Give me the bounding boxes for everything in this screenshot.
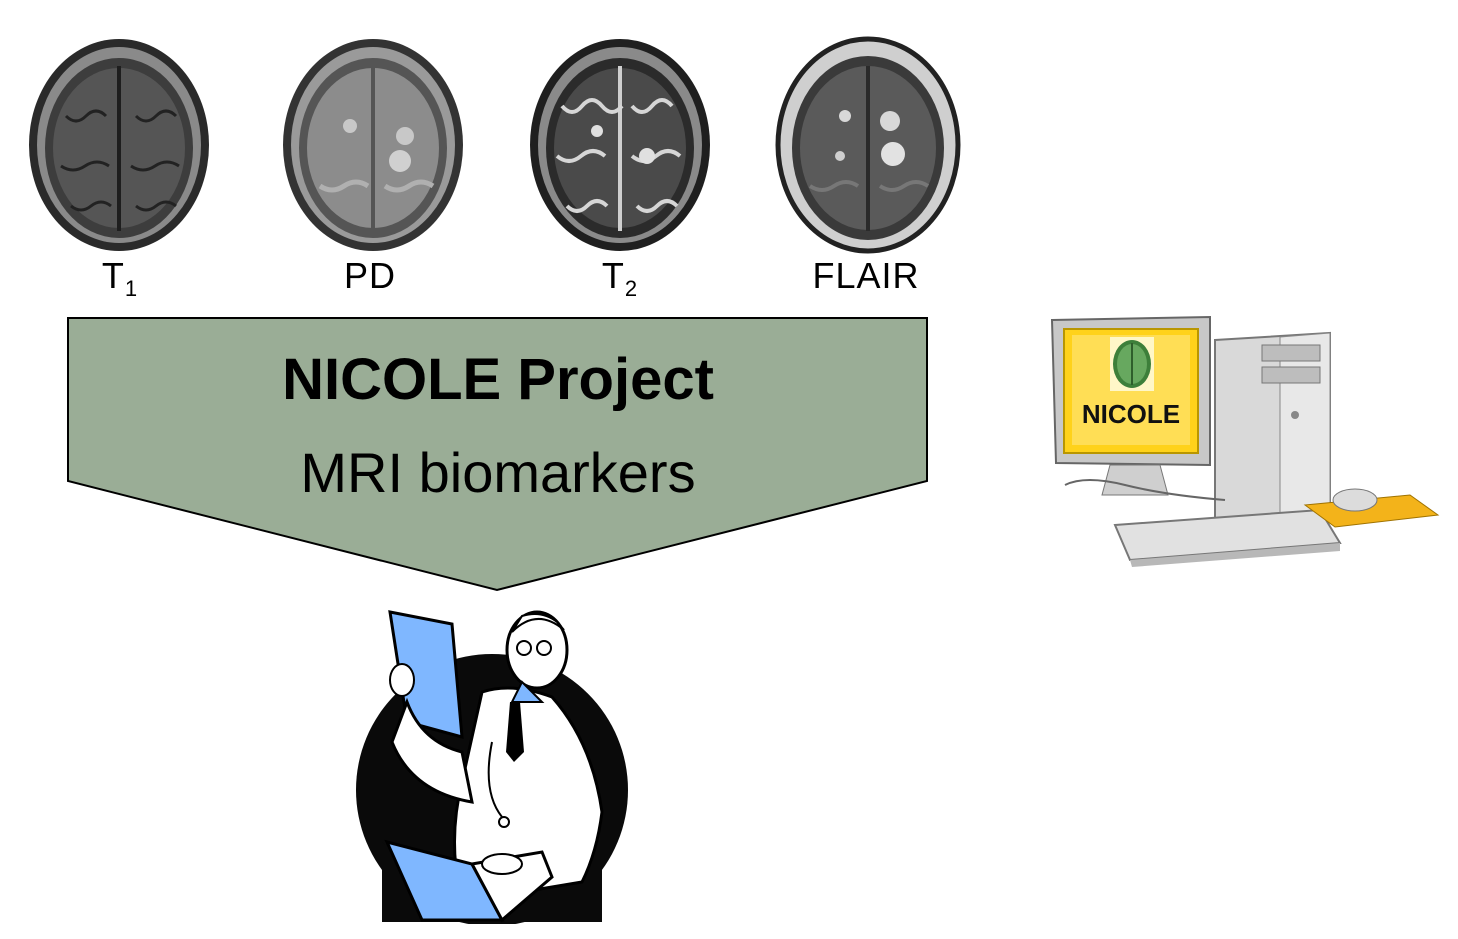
modality-label-t1: T1 — [101, 255, 139, 301]
brain-mri-pd-icon — [283, 39, 463, 251]
radiologist-doctor-icon — [356, 610, 628, 924]
banner-subtitle: MRI biomarkers — [300, 441, 696, 504]
modality-label-pd: PD — [343, 255, 396, 296]
desktop-computer-icon: NICOLE — [1050, 315, 1440, 567]
modality-label-flair: FLAIR — [812, 255, 920, 296]
brain-mri-t1-icon — [29, 39, 209, 251]
brain-mri-t2-icon — [530, 39, 710, 251]
modality-label-t2: T2 — [601, 255, 639, 301]
banner-title: NICOLE Project — [282, 347, 714, 412]
computer-screen-label: NICOLE — [1082, 399, 1180, 429]
brain-mri-flair-icon — [775, 36, 961, 254]
